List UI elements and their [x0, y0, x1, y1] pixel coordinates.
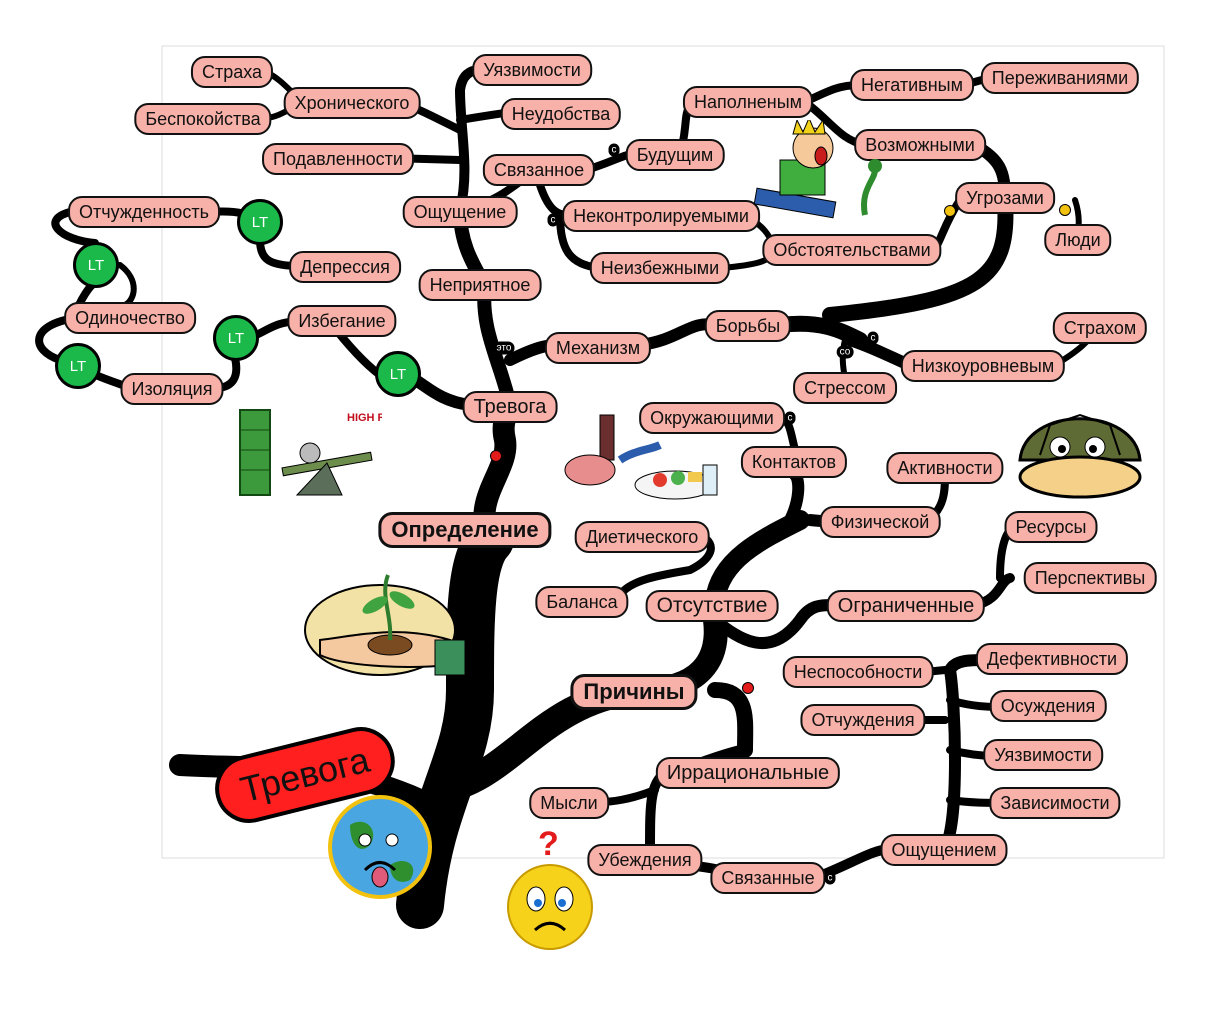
food-icon	[564, 414, 718, 500]
causes-node: Причины	[570, 674, 698, 710]
surrounding-node: Окружающими	[639, 402, 785, 434]
activity-node: Активности	[886, 452, 1004, 484]
filled-node: Наполненым	[682, 86, 814, 118]
scared-man-icon	[753, 120, 882, 219]
struggle-node: Борьбы	[704, 310, 792, 342]
prospects-node: Перспективы	[1023, 562, 1157, 594]
link-co: со	[836, 345, 854, 359]
connected-pl-node: Связанные	[710, 862, 826, 894]
link-c-3: с	[867, 331, 879, 345]
inability-node: Неспособности	[782, 656, 934, 688]
isolation-node: Изоляция	[120, 373, 224, 405]
link-c-1: с	[608, 143, 620, 157]
inconvenience-node: Неудобства	[500, 98, 622, 130]
money-scale-icon: HIGH RISK	[239, 409, 382, 496]
link-dot-red-1	[742, 682, 754, 694]
circumstances-node: Обстоятельствами	[762, 234, 942, 266]
limited-node: Ограниченные	[826, 590, 986, 622]
sprout-hand-icon	[304, 574, 466, 676]
sign-text: HIGH RISK	[347, 412, 382, 424]
inevitable-node: Неизбежными	[589, 252, 731, 284]
future-node: Будущим	[625, 139, 725, 171]
vulnerability-node: Уязвимости	[472, 54, 592, 86]
feeling-instr-node: Ощущением	[880, 834, 1008, 866]
feeling-node: Ощущение	[402, 196, 518, 228]
chronic-node: Хронического	[283, 87, 421, 119]
depressed-node: Подавленности	[262, 143, 414, 175]
vulnerability-2-node: Уязвимости	[983, 739, 1103, 771]
lt-circle-4: LT	[213, 315, 259, 361]
defectiveness-node: Дефективности	[975, 643, 1129, 675]
mechanism-node: Механизм	[544, 332, 652, 364]
alienation-gen-node: Отчуждения	[800, 704, 926, 736]
uncontrollable-node: Неконтролируемыми	[562, 200, 760, 232]
turtle-icon	[1018, 413, 1142, 499]
link-c-4: с	[784, 411, 796, 425]
link-dot-ec-2	[1059, 204, 1071, 216]
threats-node: Угрозами	[955, 182, 1055, 214]
physical-node: Физической	[819, 506, 941, 538]
worried-smiley-icon: ?	[507, 825, 593, 950]
depression-node: Депрессия	[289, 251, 401, 283]
sad-earth-icon	[328, 795, 432, 899]
thoughts-node: Мысли	[529, 787, 609, 819]
avoidance-node: Избегание	[287, 305, 397, 337]
possible-node: Возможными	[854, 129, 986, 161]
lt-circle-1: LT	[237, 199, 283, 245]
link-this: это	[493, 341, 515, 355]
absence-node: Отсутствие	[645, 590, 779, 622]
anxiety-node: Тревога	[462, 391, 558, 423]
lt-circle-2: LT	[73, 242, 119, 288]
fear-node: Страха	[190, 56, 274, 88]
svg-text:?: ?	[538, 825, 559, 863]
dietary-node: Диетического	[574, 521, 710, 553]
alienation-node: Отчужденность	[68, 196, 220, 228]
fear-instr-node: Страхом	[1052, 312, 1148, 344]
negative-node: Негативным	[850, 69, 974, 101]
stress-node: Стрессом	[793, 372, 897, 404]
link-dot-red-2	[490, 450, 502, 462]
loneliness-node: Одиночество	[64, 302, 196, 334]
connected-node: Связанное	[482, 154, 596, 186]
beliefs-node: Убеждения	[587, 844, 703, 876]
dependence-node: Зависимости	[989, 787, 1121, 819]
people-node: Люди	[1044, 224, 1112, 256]
contacts-node: Контактов	[740, 446, 848, 478]
irrational-node: Иррациональные	[655, 757, 841, 789]
definition-node: Определение	[378, 512, 552, 548]
link-c-2: с	[547, 213, 559, 227]
lt-circle-3: LT	[55, 343, 101, 389]
resources-node: Ресурсы	[1004, 511, 1098, 543]
worry-node: Беспокойства	[134, 103, 272, 135]
experiences-node: Переживаниями	[980, 62, 1140, 94]
link-dot-ec-1	[944, 205, 956, 217]
lt-circle-5: LT	[375, 351, 421, 397]
low-level-node: Низкоуровневым	[900, 350, 1066, 382]
condemnation-node: Осуждения	[989, 690, 1107, 722]
link-c-5: с	[824, 871, 836, 885]
unpleasant-node: Неприятное	[418, 269, 542, 301]
balance-node: Баланса	[535, 586, 629, 618]
